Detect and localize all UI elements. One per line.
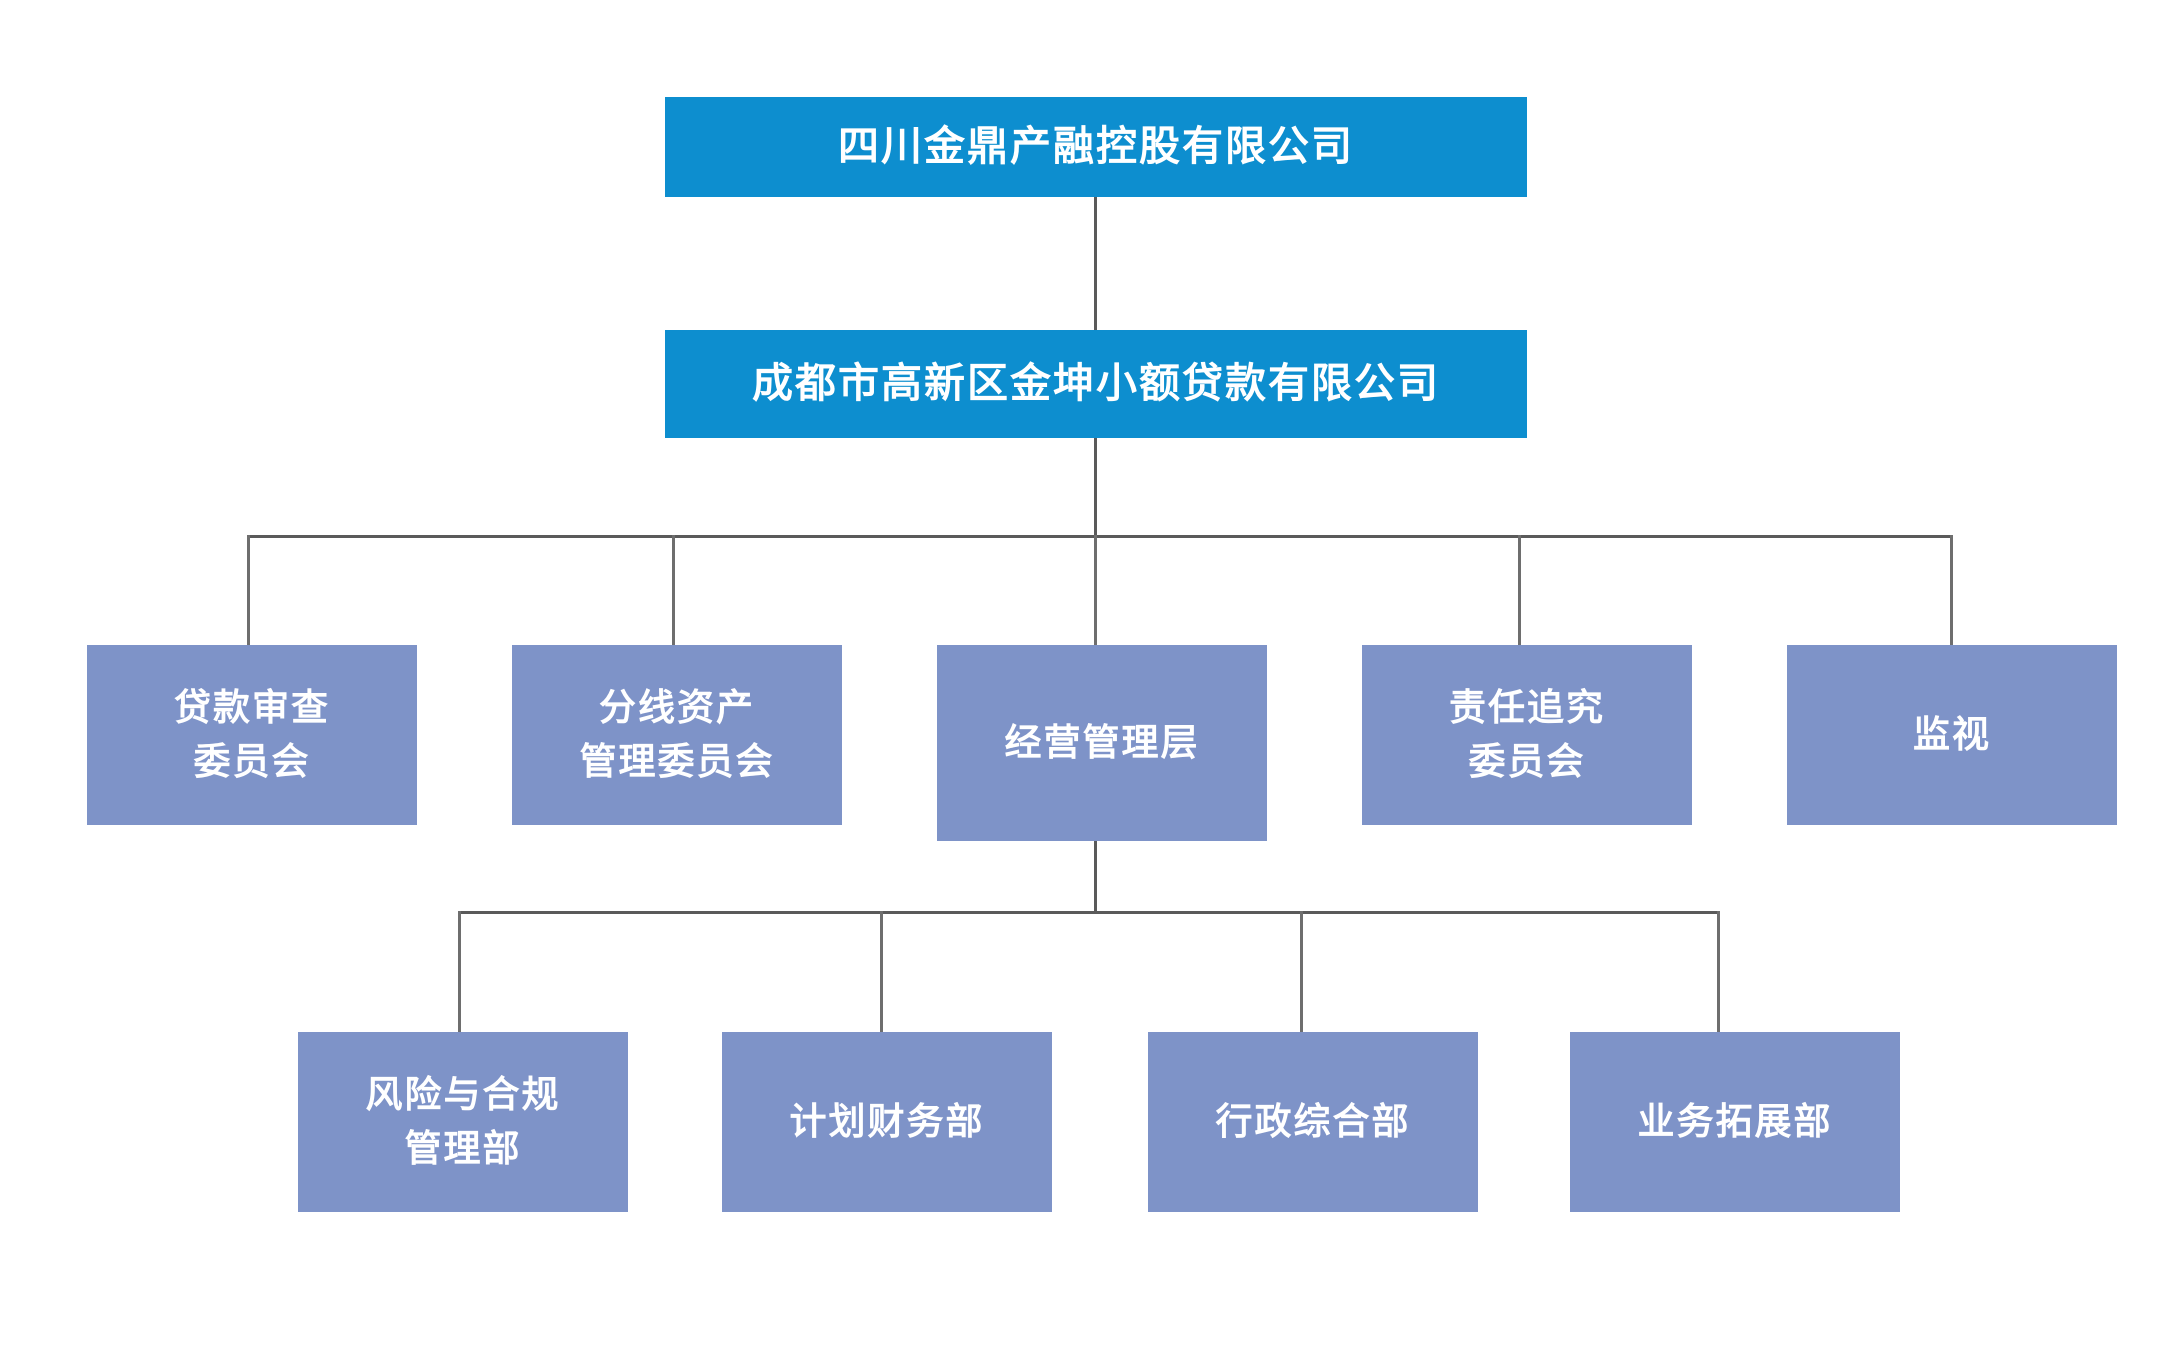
node-department-risk-compliance-line-1: 风险与合规 <box>365 1073 561 1117</box>
connector-drop-department-2 <box>880 911 883 1032</box>
connector-subsidiary-stem <box>1094 438 1097 538</box>
node-management-layer[interactable]: 经营管理层 <box>937 645 1267 841</box>
node-department-administration-line-1: 行政综合部 <box>1215 1100 1411 1144</box>
node-department-planning-finance[interactable]: 计划财务部 <box>722 1032 1052 1212</box>
connector-drop-department-1 <box>458 911 461 1032</box>
node-management-layer-line-1: 经营管理层 <box>1004 721 1200 765</box>
node-subsidiary[interactable]: 成都市高新区金坤小额贷款有限公司 <box>665 330 1527 438</box>
node-committee-loan-review[interactable]: 贷款审查 委员会 <box>87 645 417 825</box>
node-committee-accountability-line-1: 责任追究 <box>1449 686 1605 730</box>
node-committee-accountability-line-2: 委员会 <box>1468 740 1586 783</box>
connector-drop-department-3 <box>1300 911 1303 1032</box>
connector-drop-committee-1 <box>247 535 250 645</box>
node-parent-company[interactable]: 四川金鼎产融控股有限公司 <box>665 97 1527 197</box>
node-department-risk-compliance-line-2: 管理部 <box>404 1127 522 1170</box>
connector-management-stem <box>1094 841 1097 914</box>
node-committee-accountability[interactable]: 责任追究 委员会 <box>1362 645 1692 825</box>
node-department-business-development-line-1: 业务拓展部 <box>1637 1100 1833 1144</box>
node-department-business-development[interactable]: 业务拓展部 <box>1570 1032 1900 1212</box>
node-subsidiary-line-1: 成都市高新区金坤小额贷款有限公司 <box>752 359 1440 408</box>
node-committee-asset-management[interactable]: 分线资产 管理委员会 <box>512 645 842 825</box>
connector-drop-department-4 <box>1717 911 1720 1032</box>
connector-parent-to-subsidiary <box>1094 197 1097 334</box>
node-parent-company-line-1: 四川金鼎产融控股有限公司 <box>838 122 1354 171</box>
node-supervision-line-1: 监视 <box>1913 713 1991 757</box>
node-supervision[interactable]: 监视 <box>1787 645 2117 825</box>
node-committee-asset-management-line-2: 管理委员会 <box>579 740 775 783</box>
connector-level3-bus <box>247 535 1953 538</box>
node-committee-loan-review-line-2: 委员会 <box>193 740 311 783</box>
connector-level4-bus <box>458 911 1720 914</box>
node-department-risk-compliance[interactable]: 风险与合规 管理部 <box>298 1032 628 1212</box>
node-committee-asset-management-line-1: 分线资产 <box>599 686 755 730</box>
connector-drop-committee-4 <box>1518 535 1521 645</box>
connector-drop-committee-5 <box>1950 535 1953 645</box>
node-committee-loan-review-line-1: 贷款审查 <box>174 686 330 730</box>
node-department-administration[interactable]: 行政综合部 <box>1148 1032 1478 1212</box>
connector-drop-committee-3 <box>1094 535 1097 645</box>
connector-drop-committee-2 <box>672 535 675 645</box>
node-department-planning-finance-line-1: 计划财务部 <box>789 1100 985 1144</box>
